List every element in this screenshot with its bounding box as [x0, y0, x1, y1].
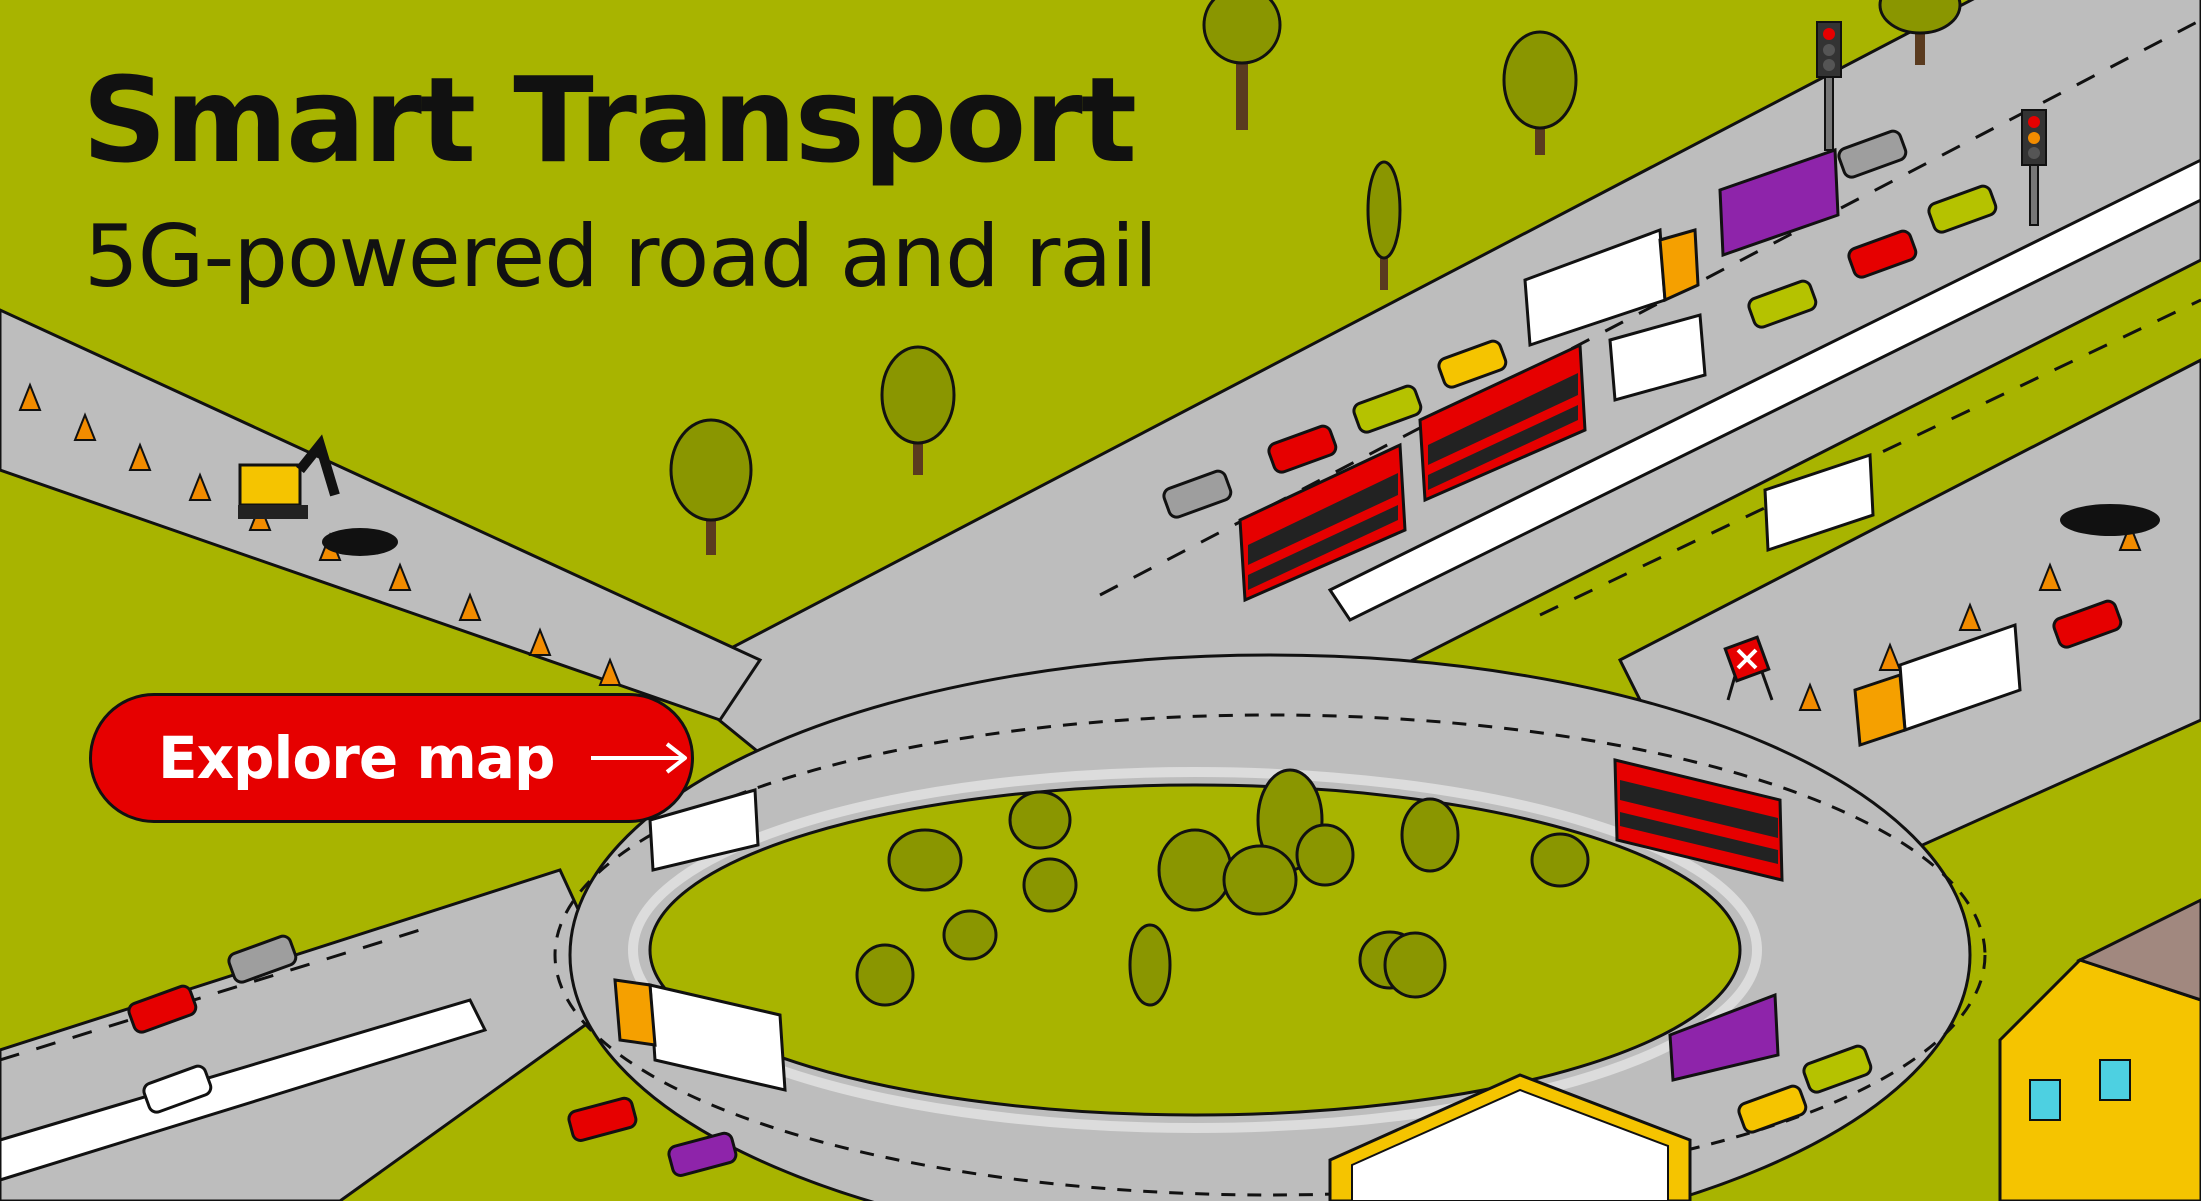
- car-icon: [1802, 1044, 1873, 1094]
- car-icon: [1747, 279, 1818, 329]
- double-decker-bus-icon: [1613, 758, 1784, 882]
- tree-icon: [1878, 0, 1962, 65]
- double-decker-bus-icon: [1238, 442, 1407, 603]
- car-icon: [567, 1096, 638, 1142]
- explore-map-label: Explore map: [158, 724, 556, 792]
- tree-icon: [1202, 0, 1282, 130]
- pothole: [2060, 504, 2160, 536]
- van-icon: [1668, 992, 1780, 1082]
- digger-icon: [238, 434, 340, 519]
- page-subtitle: 5G-powered road and rail: [84, 207, 1158, 307]
- explore-map-button[interactable]: Explore map: [89, 693, 694, 823]
- car-icon: [667, 1131, 738, 1177]
- car-icon: [2052, 599, 2123, 649]
- lorry-icon: [613, 978, 787, 1092]
- van-icon: [1763, 452, 1875, 553]
- car-icon: [1737, 1084, 1808, 1134]
- double-decker-bus-icon: [1418, 342, 1587, 503]
- arrow-right-icon: [589, 738, 689, 778]
- car-icon: [227, 934, 298, 984]
- lane-marking: [1539, 298, 2201, 617]
- car-icon: [1847, 229, 1918, 279]
- car-icon: [1352, 384, 1423, 434]
- lorry-icon: [1523, 227, 1700, 348]
- car-icon: [1162, 469, 1233, 519]
- lorry-icon: [1853, 622, 2022, 748]
- road-closed-sign-icon: [1723, 635, 1774, 701]
- car-icon: [1837, 129, 1908, 179]
- pothole: [322, 528, 398, 556]
- traffic-light-icon: [2021, 109, 2047, 226]
- van-icon: [1718, 147, 1840, 258]
- roundabout-lane-marking: [553, 713, 1987, 1197]
- car-icon: [127, 984, 198, 1034]
- van-icon: [1608, 313, 1707, 402]
- car-icon: [1437, 339, 1508, 389]
- page-title: Smart Transport: [82, 51, 1137, 189]
- tree-icon: [1502, 30, 1578, 155]
- side-road-left: [0, 308, 763, 722]
- trees: [669, 0, 1962, 555]
- car-icon: [1927, 184, 1998, 234]
- cars: [127, 129, 2123, 1177]
- island-kerb: [628, 767, 1762, 1133]
- island-shrubs: [855, 768, 1590, 1007]
- traffic-cones: [18, 382, 2142, 711]
- car-icon: [1267, 424, 1338, 474]
- car-icon: [142, 1064, 213, 1114]
- house-icon: [1998, 898, 2201, 1201]
- tree-icon: [669, 418, 753, 555]
- van-icon: [648, 788, 760, 872]
- tree-icon: [880, 345, 956, 475]
- median-strip: [1327, 158, 2201, 622]
- tree-icon: [1366, 160, 1402, 290]
- median-strip-lower: [0, 998, 488, 1182]
- building-icon: [1328, 1073, 1692, 1201]
- traffic-light-icon: [1816, 21, 1842, 151]
